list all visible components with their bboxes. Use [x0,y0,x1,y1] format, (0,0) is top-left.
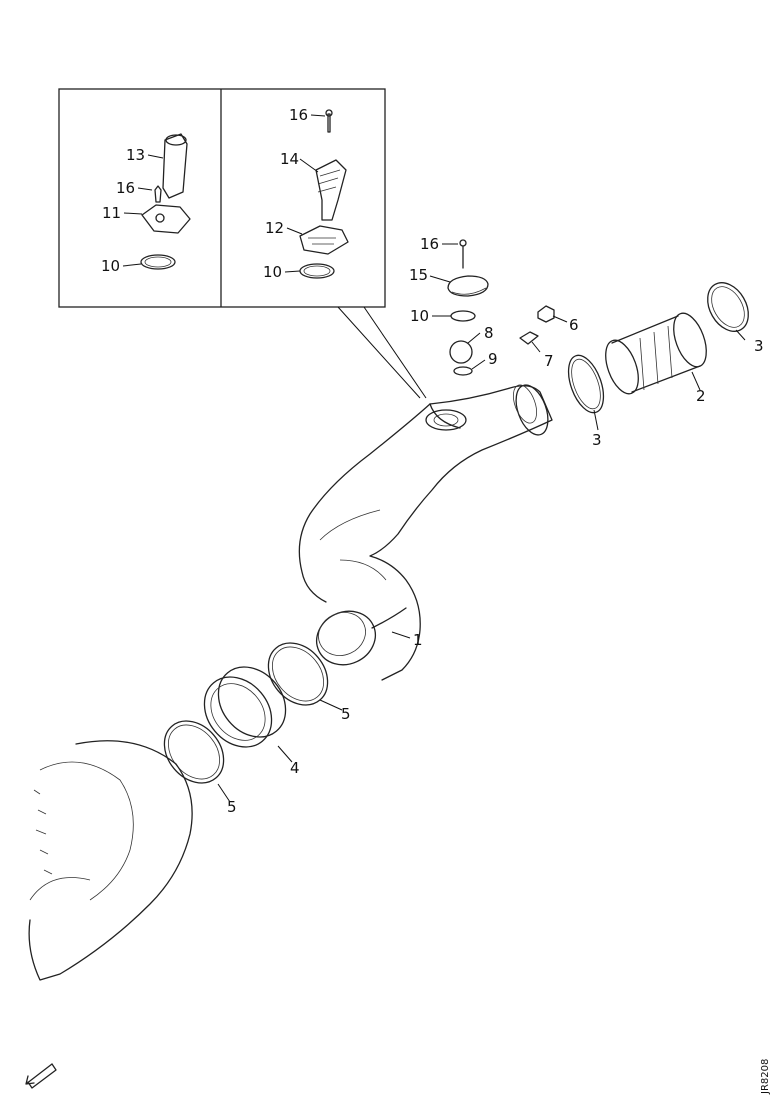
callout-5: 5 [341,705,351,723]
clamp-part-5 [163,642,329,784]
coupler-hose-part-4 [203,666,287,748]
intake-pipe-part-1 [298,384,553,681]
inset-right-sensor-assembly [299,109,349,279]
air-cleaner-housing [28,740,193,981]
callout-11: 11 [102,204,121,222]
callout-15: 15 [409,266,428,284]
callout-10: 10 [410,307,429,325]
callout-3: 3 [592,431,602,449]
callout-2: 2 [696,387,706,405]
callout-labels: 13 16 11 10 16 14 12 10 16 15 10 8 9 7 6… [101,106,764,816]
callout-14: 14 [280,150,299,168]
callout-13: 13 [126,146,145,164]
callout-6: 6 [569,316,579,334]
callout-9: 9 [488,350,498,368]
callout-7: 7 [544,352,554,370]
callout-16: 16 [289,106,308,124]
callout-8: 8 [484,324,494,342]
callout-12: 12 [265,219,284,237]
callout-5: 5 [227,798,237,816]
bellows-hose-part-2 [605,312,707,395]
detail-inset-panel [58,88,427,399]
callout-3: 3 [754,337,764,355]
clamp-part-3 [567,282,749,414]
inset-left-sensor-assembly [140,133,191,270]
arrow-down-left-icon [25,1063,57,1089]
callout-4: 4 [290,759,300,777]
callout-leaders [122,114,746,803]
callout-16: 16 [116,179,135,197]
callout-10: 10 [101,257,120,275]
callout-1: 1 [413,631,423,649]
reference-number: JR8208 [760,1059,771,1095]
callout-10: 10 [263,263,282,281]
callout-16: 16 [420,235,439,253]
junction-small-parts [447,239,555,376]
